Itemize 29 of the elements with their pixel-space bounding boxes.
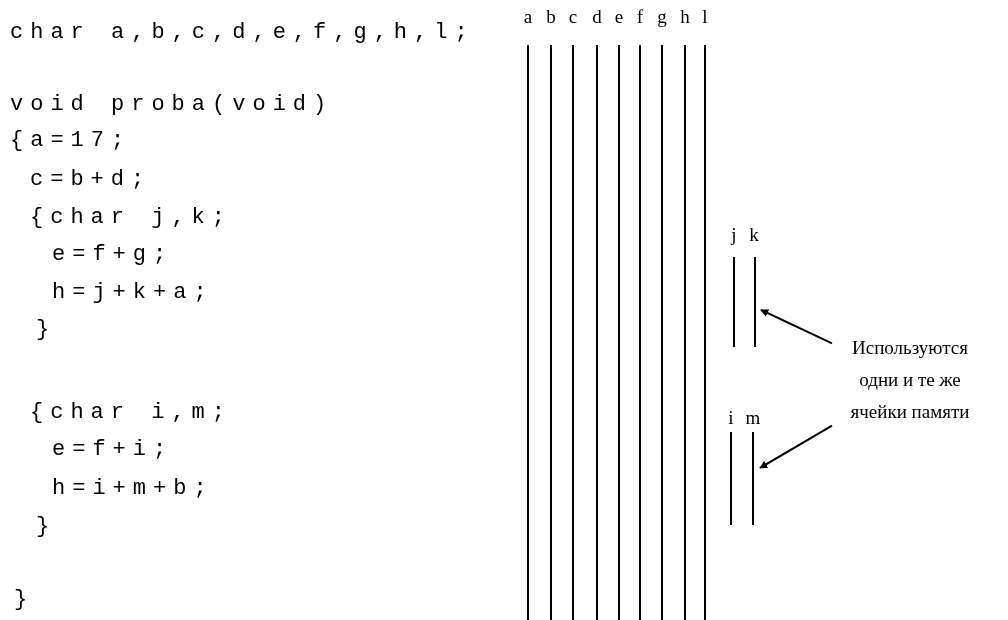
variable-letter: h <box>680 6 690 28</box>
code-line: } <box>14 587 35 613</box>
code-line: {char i,m; <box>30 400 233 426</box>
code-line: {char j,k; <box>30 205 233 231</box>
code-line: h=i+m+b; <box>52 476 214 502</box>
variable-letter: f <box>636 6 644 28</box>
variable-letter: b <box>546 6 556 28</box>
variable-letter: e <box>614 6 624 28</box>
variable-letter: c <box>568 6 578 28</box>
variable-letter: i <box>728 407 734 429</box>
variable-letter: a <box>523 6 533 28</box>
variable-letter: k <box>749 224 759 246</box>
code-line: void proba(void) <box>10 92 334 118</box>
code-line: e=f+i; <box>52 437 174 463</box>
code-line: char a,b,c,d,e,f,g,h,l; <box>10 20 475 46</box>
code-line: c=b+d; <box>30 167 152 193</box>
code-line: e=f+g; <box>52 242 174 268</box>
code-line: } <box>36 317 57 343</box>
code-line: {a=17; <box>10 128 132 154</box>
variable-letter: l <box>702 6 708 28</box>
arrow <box>759 424 833 469</box>
variable-letter: d <box>592 6 602 28</box>
variable-letter: g <box>657 6 667 28</box>
arrow <box>760 309 833 345</box>
code-line: h=j+k+a; <box>52 280 214 306</box>
variable-letter: j <box>731 224 737 246</box>
callout-text: Используются одни и те же ячейки памяти <box>849 336 971 424</box>
code-line: } <box>36 514 57 540</box>
variable-letter: m <box>745 407 761 429</box>
